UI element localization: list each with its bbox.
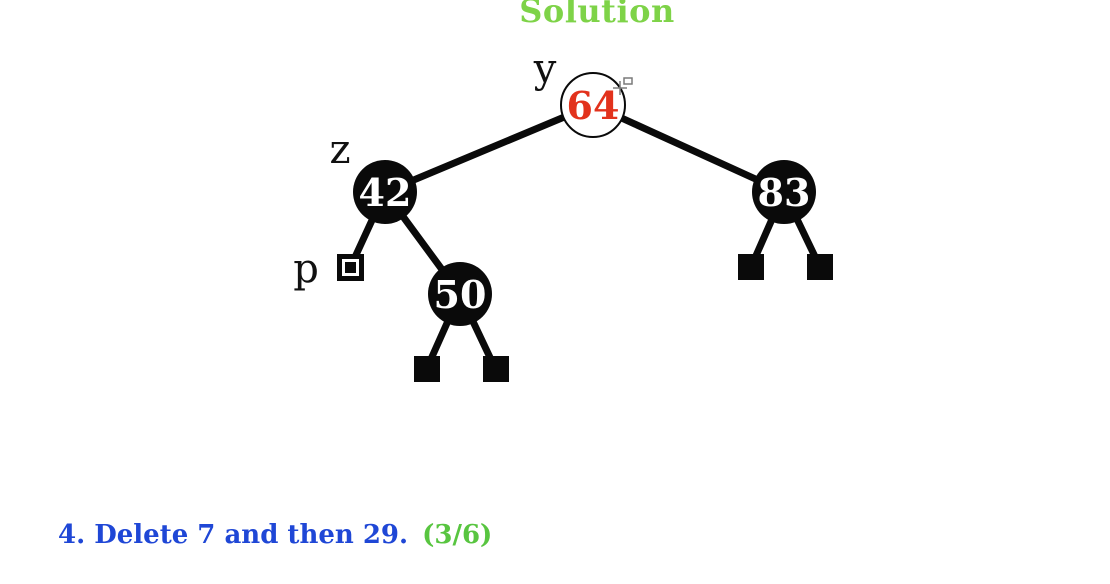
nil-leaf bbox=[738, 254, 764, 280]
tree-node-right: 83 bbox=[752, 160, 816, 224]
nil-leaf bbox=[483, 356, 509, 382]
root-node-key: 64 bbox=[567, 83, 620, 128]
cursor-crosshair-icon bbox=[613, 77, 633, 95]
task-progress: (3/6) bbox=[422, 520, 493, 550]
nil-leaf bbox=[807, 254, 833, 280]
nil-leaves bbox=[414, 254, 833, 382]
left-right-node-circle bbox=[428, 262, 492, 326]
double-black-nil-leaf bbox=[337, 254, 364, 281]
right-node-key: 83 bbox=[758, 170, 811, 215]
left-node-circle bbox=[353, 160, 417, 224]
nil-leaf bbox=[414, 356, 440, 382]
edge-64-83 bbox=[589, 101, 788, 196]
tree-node-root: 64 bbox=[560, 72, 626, 138]
left-right-node-key: 50 bbox=[434, 272, 487, 317]
pointer-label-p: p bbox=[293, 246, 319, 292]
edge-64-42 bbox=[381, 101, 597, 196]
task-caption: 4. Delete 7 and then 29. (3/6) bbox=[58, 520, 492, 550]
tree-node-left: 42 bbox=[353, 160, 417, 224]
pointer-label-y: y bbox=[533, 46, 557, 92]
slide-title: Solution bbox=[519, 0, 675, 30]
tree-edges bbox=[346, 101, 824, 372]
right-node-circle bbox=[752, 160, 816, 224]
left-node-key: 42 bbox=[359, 170, 412, 215]
tree-node-left-right: 50 bbox=[428, 262, 492, 326]
double-black-nil-inner bbox=[345, 262, 356, 273]
task-text: 4. Delete 7 and then 29. bbox=[58, 520, 409, 550]
pointer-label-z: z bbox=[329, 127, 350, 173]
root-node-circle bbox=[560, 72, 626, 138]
